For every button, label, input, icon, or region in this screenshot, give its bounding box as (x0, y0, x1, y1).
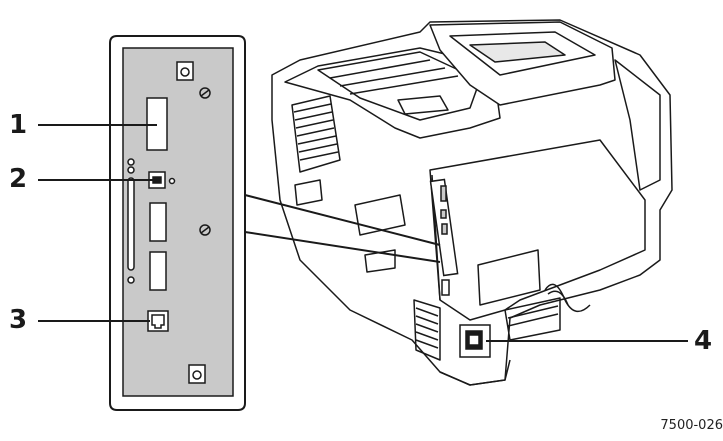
callout-2: 2 (9, 164, 28, 194)
panel-screws (199, 87, 211, 236)
panel-mounting-holes (176, 61, 206, 384)
bottom-mount-hole (188, 364, 206, 384)
port-4-power-inlet (459, 324, 491, 358)
panel-side-rail (127, 158, 135, 284)
port-3-ethernet-port (147, 310, 169, 332)
interface-panel-closeup (109, 35, 246, 411)
card-slot-upper (149, 202, 167, 242)
figure-id: 7500-026 (660, 418, 723, 433)
callout-3: 3 (9, 305, 28, 335)
callout-1: 1 (9, 110, 28, 140)
printer-rear-interface-panel (429, 178, 459, 296)
top-mount-hole (176, 61, 194, 81)
printer-body (271, 19, 673, 386)
callout-leader-lines (38, 124, 688, 342)
card-slot-lower (149, 251, 167, 291)
zoom-guide-lines (244, 194, 441, 263)
callout-4: 4 (694, 326, 713, 356)
